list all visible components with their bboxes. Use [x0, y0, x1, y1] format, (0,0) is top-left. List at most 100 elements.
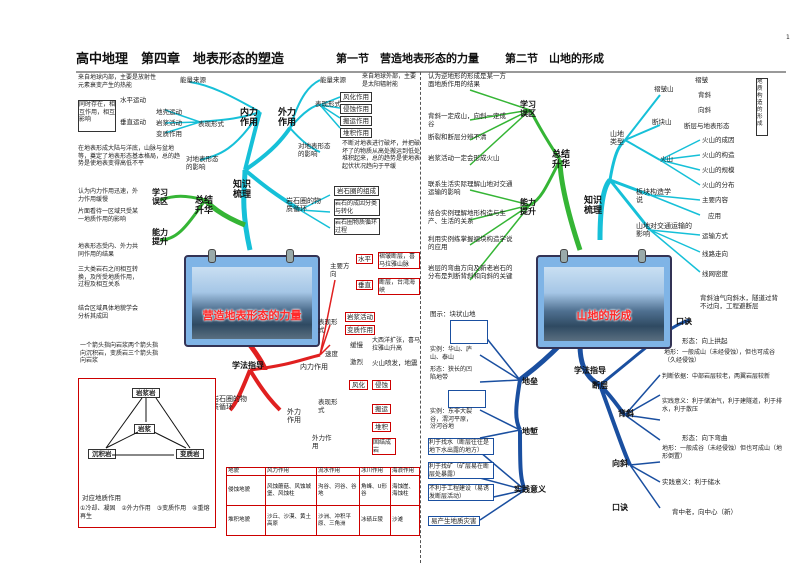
r-ability-4: 岩层的弯曲方向及新老岩石的分布是判断背斜和向斜的关键 [428, 264, 513, 280]
right-center-label: 山地的形成 [576, 309, 632, 322]
mistake-2: 片面看待一区域只受某一地质作用的影响 [78, 208, 139, 223]
practice-1: 利于找水（断层往往是地下水出露的地方） [428, 438, 494, 456]
syncline-shape: 形态：向下弯曲 [682, 434, 728, 442]
plate-tectonics: 板块构造学说 [636, 188, 671, 204]
r-branch-zhishi: 知识梳理 [584, 196, 603, 216]
table-cell: 沙滩 [390, 505, 420, 536]
energy-source-label: 能量来源 [180, 76, 206, 84]
mountain-image [192, 267, 312, 339]
slow-example: 大西洋扩张，喜马拉雅山升高 [372, 337, 421, 352]
r-branch-zongjie: 总结升华 [552, 150, 571, 170]
crust-move: 地壳运动 [156, 108, 182, 116]
magma-activity: 岩浆活动 [345, 312, 375, 322]
fault-landform: 断层与地表形态 [684, 122, 730, 130]
landform-table: 地貌 风力作用 流水作用 冰川作用 海浪作用 侵蚀地貌 风蚀蘑菇、风蚀城堡、风蚀… [226, 467, 420, 536]
left-panel-divider [76, 72, 421, 563]
table-cell: 沙洲、冲积平原、三角洲 [316, 505, 360, 536]
rock-process: 岩石圈物质循环过程 [334, 218, 380, 236]
syncline-terrain: 地形：一般成谷（未经侵蚀）但也可成山（地形倒置） [662, 445, 783, 460]
branch-xuexi: 学习误区 [152, 188, 168, 206]
r-branch-xuefa: 学法指导 [574, 366, 606, 375]
outer-effect2-label: 外力作用 [312, 434, 332, 450]
rock-magma: 岩浆 [134, 424, 155, 434]
anticline-practice: 实践意义：利于储油气，利于建隧道，利于排水，利于散压 [662, 398, 783, 413]
rock-types: 岩石的成因分类与转化 [334, 199, 380, 217]
speed-fast: 激烈 [350, 358, 363, 366]
table-cell: 堆积地貌 [226, 505, 266, 536]
horst-diagram [450, 320, 488, 344]
table-cell: 角峰、U形谷 [359, 475, 391, 506]
table-cell: 沙丘、沙漠、黄土高原 [265, 505, 317, 536]
dir-vertical: 垂直 [356, 280, 373, 290]
branch-waili: 外力作用 [278, 108, 297, 128]
calendar-ring [560, 249, 568, 263]
anticline-label: 背斜 [618, 409, 634, 418]
table-header-row: 地貌 风力作用 流水作用 冰川作用 海浪作用 [226, 467, 420, 476]
table-header-cell: 流水作用 [316, 467, 360, 476]
table-cell: 风蚀蘑菇、风蚀城堡、风蚀柱 [265, 475, 317, 506]
rock-legend: ①冷却、凝固 ②外力作用 ③变质作用 ④重熔再生 [80, 505, 210, 520]
horizontal-move: 水平运动 [120, 96, 146, 104]
right-center-card: 山地的形成 [536, 249, 672, 349]
erosion: 侵蚀作用 [340, 104, 372, 114]
page-number: 1 [786, 34, 790, 41]
calendar-ring [208, 249, 216, 263]
fold: 褶皱 [695, 76, 708, 84]
geo-structure-box: 地质构造的形成 [756, 78, 768, 136]
anticline-terrain: 地形：一般成山（未经侵蚀），但也可成谷（久经侵蚀） [664, 349, 776, 364]
mnemonic-1-label: 口诀 [676, 317, 692, 326]
inner-form-label: 表现形式 [318, 318, 338, 334]
anticline-shape: 形态：向上拱起 [682, 337, 728, 345]
rock-metamorphic: 变质岩 [176, 449, 204, 459]
transport-item: 运输方式 [702, 232, 728, 240]
transport-impact: 山地对交通运输的影响 [636, 222, 692, 238]
mnemonic-2-label: 口诀 [612, 503, 628, 512]
mountain-image [544, 267, 664, 341]
magma-act: 岩浆活动 [156, 119, 182, 127]
anticline: 背斜 [698, 91, 711, 99]
volcano-item: 火山的成因 [702, 136, 735, 144]
energy-source-text: 来自地球内部，主要是放射性元素衰变产生的热能 [78, 74, 157, 89]
volcano-item: 火山的规模 [702, 166, 735, 174]
branch-nengli: 能力提升 [152, 228, 168, 246]
mountain-types: 山地类型 [610, 130, 624, 146]
transport-item: 线路走向 [702, 250, 728, 258]
calendar-ring [286, 249, 294, 263]
volcano-item: 火山的构造 [702, 151, 735, 159]
branch-zhishi: 知识梳理 [233, 180, 252, 200]
branch-xuefa: 学法指导 [232, 361, 264, 370]
outer-effect-label: 对地表形态的影响 [298, 142, 331, 158]
ability-3: 结合区域具体地貌学会分析其成因 [78, 305, 139, 320]
horst-label: 地垒 [522, 377, 538, 386]
flow-erosion: 侵蚀 [372, 380, 391, 390]
rock-cycle-label: 岩石圈的物质循环 [286, 197, 321, 213]
outer-form2-label: 表现形式 [318, 398, 338, 414]
r-mistake-4: 岩浆活动一定会形成火山 [428, 154, 500, 162]
horst-example: 实例：华山、庐山、泰山 [430, 346, 473, 361]
dir-example-2: 断层，台湾海峡 [378, 278, 420, 296]
r-ability-2: 结合实例理解地形构造与生产、生活的关系 [428, 209, 506, 225]
dir-example-1: 褶皱断层，喜马拉雅山脉 [378, 252, 420, 270]
outer-energy-text: 来自地球外部，主要是太阳辐射能 [362, 73, 417, 88]
block-mountain: 断块山 [652, 118, 672, 126]
metamorphism: 变质作用 [156, 130, 182, 138]
r-branch-xuexi: 学习误区 [520, 100, 536, 118]
section1-title: 第一节 营造地表形态的力量 [336, 52, 479, 65]
chapter-title: 高中地理 第四章 地表形态的塑造 [76, 52, 285, 67]
outer-energy-label: 能量来源 [320, 76, 346, 84]
r-branch-nengli: 能力提升 [520, 198, 536, 216]
flow-transport: 搬运 [372, 404, 391, 414]
table-header-cell: 风力作用 [265, 467, 317, 476]
move-desc: 同时存在，相互作用，相互影响 [78, 100, 116, 132]
weathering: 风化作用 [340, 92, 372, 102]
left-center-card: 营造地表形态的力量 [184, 249, 320, 347]
flow-deposition: 堆积 [372, 422, 391, 432]
syncline-practice: 实践意义：利于储水 [662, 478, 721, 486]
graben-example: 实例：东非大裂谷，渭河平原，汾河谷地 [430, 408, 473, 431]
inner-effect-label: 对地表形态的影响 [186, 155, 219, 171]
fault-label: 断层 [592, 381, 608, 390]
calendar-ring [638, 249, 646, 263]
practice-4: 易产生地质灾害 [428, 516, 480, 526]
section2-title: 第二节 山地的形成 [505, 52, 604, 65]
vertical-move: 垂直运动 [120, 118, 146, 126]
